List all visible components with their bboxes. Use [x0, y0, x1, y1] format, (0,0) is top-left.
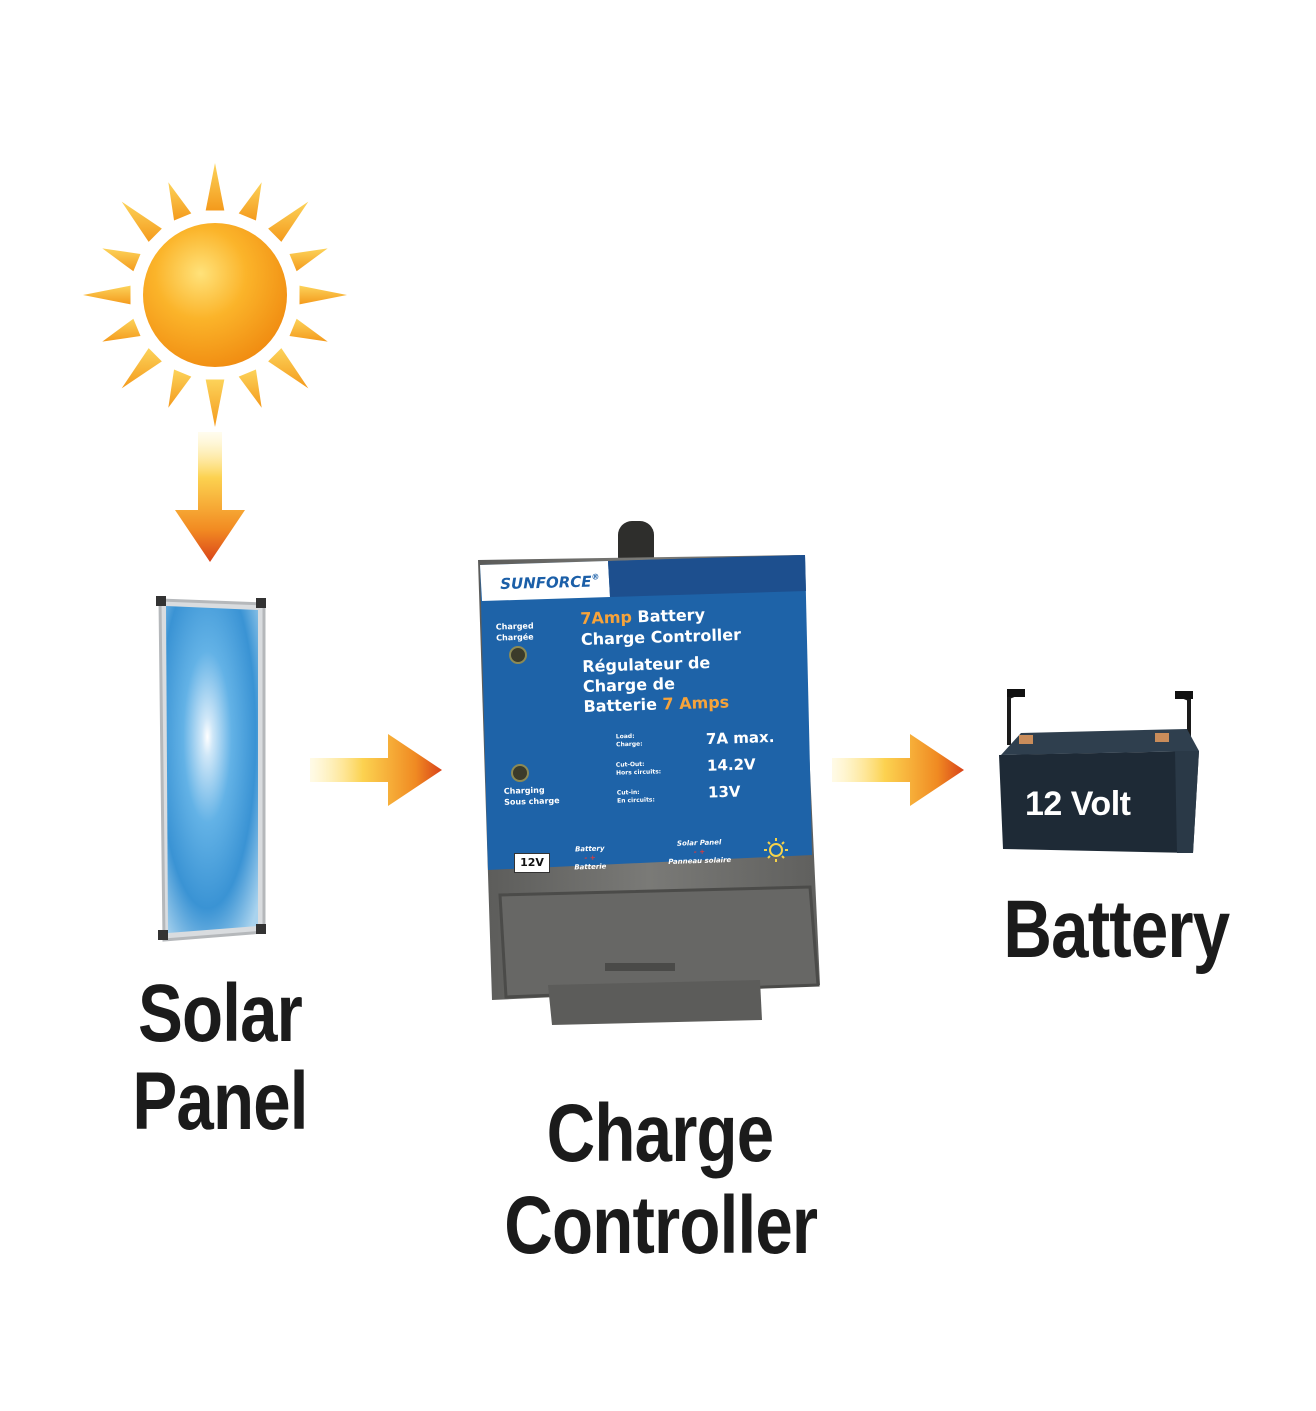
sun-ray: [121, 348, 162, 389]
arrow-down-icon: [175, 432, 245, 562]
battery-body-label: 12 Volt: [1025, 785, 1131, 823]
spec-cutin-label: Cut-in:En circuits:: [616, 788, 655, 805]
sun-icon: [83, 163, 347, 427]
battery-badge: 12V: [514, 853, 550, 873]
solar-panel-image: [156, 596, 266, 942]
spec-load-label: Load:Charge:: [615, 732, 643, 749]
sun-ray: [238, 182, 262, 221]
sun-ray: [83, 285, 131, 305]
arrow-right-icon: [832, 734, 964, 806]
sun-ray: [238, 369, 262, 408]
solar-terminal-label: Solar Panel - + Panneau solaire: [668, 838, 732, 866]
battery-terminal-label: Battery - + Batterie: [574, 844, 607, 872]
spec-cutout-label: Cut-Out:Hors circuits:: [615, 760, 662, 777]
spec-load-value: 7A max.: [705, 727, 775, 749]
spec-cutout-value: 14.2V: [706, 755, 756, 775]
arrow-right-icon: [310, 734, 442, 806]
controller-title-en: 7Amp Battery Charge Controller: [580, 605, 742, 649]
sun-ray: [289, 318, 328, 342]
brand-logo: SUNFORCE®: [500, 572, 600, 593]
solar-panel-label: Solar Panel: [132, 968, 308, 1147]
battery-label: Battery: [1003, 884, 1230, 975]
sun-ray: [299, 285, 347, 305]
sun-ray: [268, 201, 309, 242]
sun-ray: [205, 163, 225, 211]
battery-image: 12 Volt: [995, 685, 1205, 860]
sun-ray: [121, 201, 162, 242]
sun-ray: [168, 182, 192, 221]
sun-ray: [289, 248, 328, 272]
sun-ray: [102, 248, 141, 272]
sun-ray: [205, 379, 225, 427]
charge-controller-label: Charge Controller: [504, 1088, 818, 1271]
sun-ray: [102, 318, 141, 342]
sun-ray: [168, 369, 192, 408]
charge-controller-image: SUNFORCE® 7Amp Battery Charge Controller…: [470, 515, 830, 1025]
spec-cutin-value: 13V: [707, 782, 741, 802]
sun-ray: [268, 348, 309, 389]
controller-title-fr: Régulateur de Charge de Batterie 7 Amps: [582, 652, 730, 716]
